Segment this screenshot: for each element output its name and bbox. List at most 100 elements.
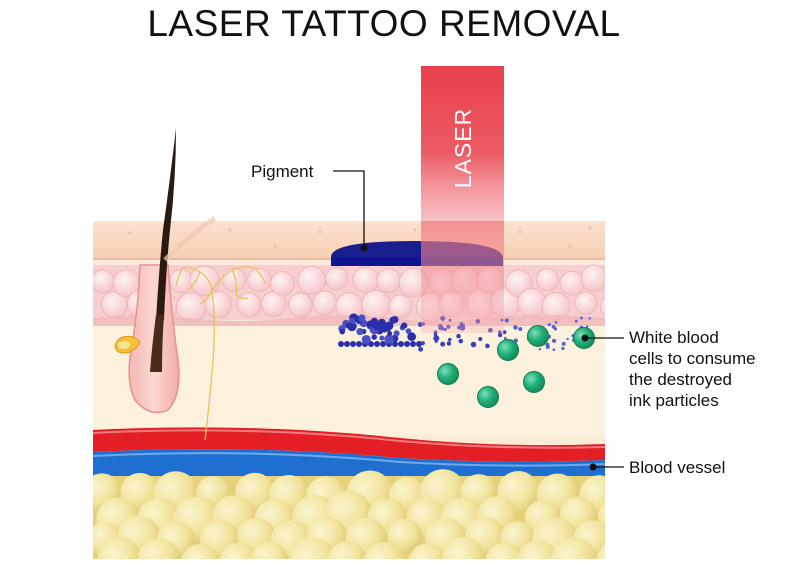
ink-fragment bbox=[574, 319, 578, 323]
ink-fragment bbox=[418, 346, 424, 352]
skin-cell bbox=[189, 265, 221, 296]
hair-follicle-icon bbox=[114, 128, 217, 414]
skin-cell bbox=[352, 266, 379, 294]
skin-cell bbox=[221, 267, 247, 292]
ink-particle bbox=[380, 341, 386, 347]
ink-particle bbox=[401, 322, 408, 329]
white-blood-cell-icon bbox=[523, 371, 545, 393]
ink-fragment bbox=[552, 348, 556, 352]
wbc-label-line-3: the destroyed bbox=[629, 370, 732, 389]
nerve-ending bbox=[175, 266, 267, 441]
pigment-leader-line bbox=[333, 170, 365, 248]
skin-cell bbox=[270, 271, 295, 297]
laser-label: LASER bbox=[450, 108, 476, 188]
artery bbox=[93, 427, 605, 462]
ink-particle bbox=[398, 341, 404, 347]
skin-cell bbox=[376, 268, 402, 294]
white-blood-cells bbox=[437, 325, 595, 408]
white-blood-cell-icon bbox=[497, 339, 519, 361]
fat-cell bbox=[137, 537, 181, 559]
ink-particle bbox=[338, 341, 344, 347]
ink-fragment bbox=[434, 332, 437, 336]
ink-particle bbox=[374, 341, 380, 347]
ink-particle bbox=[407, 332, 417, 342]
ink-particle bbox=[384, 321, 394, 331]
ink-fragment bbox=[470, 341, 477, 348]
ink-particle bbox=[416, 341, 422, 347]
skin-cell bbox=[204, 290, 232, 319]
ink-fragment bbox=[547, 323, 551, 327]
ink-particle bbox=[410, 341, 416, 347]
fat-cell bbox=[251, 541, 288, 559]
blood-vessel-label: Blood vessel bbox=[629, 458, 725, 477]
fat-cell bbox=[516, 540, 559, 559]
fat-cell bbox=[441, 536, 486, 559]
ink-fragment bbox=[420, 341, 425, 346]
ink-fragment bbox=[588, 317, 591, 320]
skin-cell bbox=[580, 264, 605, 292]
skin-cell bbox=[388, 294, 413, 319]
ink-particle bbox=[361, 334, 371, 345]
fat-cell bbox=[219, 542, 259, 559]
ink-fragment bbox=[561, 346, 565, 351]
skin-cell bbox=[559, 270, 585, 296]
ink-fragment bbox=[478, 336, 483, 342]
wbc-label-line-1: White blood bbox=[629, 328, 719, 347]
fat-cell bbox=[596, 544, 605, 559]
fat-cell bbox=[289, 537, 337, 559]
ink-particle bbox=[339, 328, 346, 335]
skin-cell bbox=[517, 288, 547, 318]
wbc-label-line-2: cells to consume bbox=[629, 349, 756, 368]
skin-cell bbox=[325, 266, 349, 291]
fat-cell bbox=[327, 540, 367, 559]
ink-fragment bbox=[433, 335, 440, 342]
ink-fragment bbox=[458, 338, 464, 344]
skin-cell bbox=[599, 297, 605, 317]
skin-cell bbox=[247, 267, 272, 293]
ink-fragment bbox=[446, 341, 452, 346]
ink-particle bbox=[344, 341, 350, 347]
skin-cell bbox=[236, 292, 262, 318]
skin-cell bbox=[312, 290, 338, 316]
ink-fragment bbox=[434, 339, 438, 343]
ink-particle bbox=[347, 322, 353, 328]
ink-fragment bbox=[551, 338, 557, 343]
fat-cell bbox=[180, 544, 220, 559]
fat-cell bbox=[551, 537, 597, 559]
ink-particle bbox=[379, 335, 385, 341]
fat-cell bbox=[97, 537, 142, 559]
ink-particle bbox=[373, 324, 380, 331]
ink-fragment bbox=[554, 320, 558, 324]
ink-fragment bbox=[518, 327, 523, 332]
ink-fragment bbox=[545, 345, 550, 349]
ink-fragment bbox=[497, 332, 503, 338]
skin-cell bbox=[287, 292, 313, 318]
skin-cell bbox=[574, 291, 598, 315]
ink-particle bbox=[350, 341, 356, 347]
fat-cell bbox=[485, 542, 524, 559]
diagram-title: LASER TATTOO REMOVAL bbox=[147, 3, 620, 44]
ink-fragment bbox=[566, 337, 569, 341]
fat-cells bbox=[93, 469, 605, 559]
ink-fragment bbox=[503, 336, 507, 340]
white-blood-cell-icon bbox=[527, 325, 549, 347]
ink-particle bbox=[404, 341, 410, 347]
ink-fragment bbox=[440, 341, 446, 347]
ink-fragment bbox=[448, 337, 452, 342]
ink-fragment bbox=[456, 333, 461, 339]
ink-fragment bbox=[538, 348, 542, 351]
ink-particle bbox=[391, 315, 399, 323]
ink-fragment bbox=[551, 325, 556, 329]
ink-fragment bbox=[513, 325, 518, 330]
ink-particle bbox=[356, 341, 362, 347]
laser-beam: LASER bbox=[421, 66, 504, 333]
ink-particle bbox=[393, 330, 400, 337]
white-blood-cells-label: White blood cells to consume the destroy… bbox=[629, 328, 756, 410]
ink-particle bbox=[371, 334, 377, 340]
ink-particle bbox=[356, 327, 364, 336]
ink-particle bbox=[392, 341, 398, 347]
ink-fragment bbox=[504, 318, 509, 323]
skin-cell bbox=[535, 267, 559, 292]
skin-cell bbox=[361, 289, 391, 320]
